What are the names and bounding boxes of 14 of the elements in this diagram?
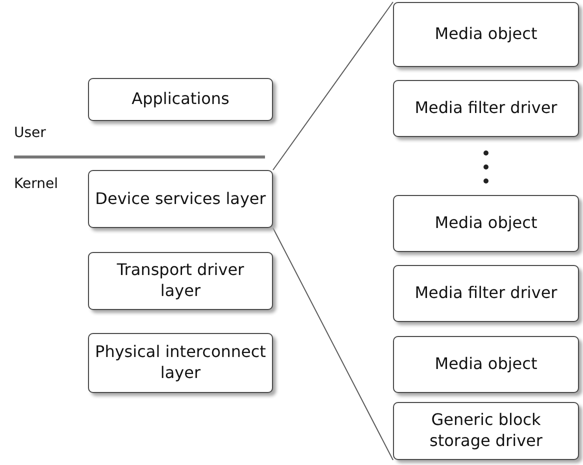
zoom-line [272, 2, 394, 170]
layer-box: Media filter driver [393, 80, 579, 137]
layer-box: Transport driver layer [88, 252, 273, 310]
layer-box: Applications [88, 78, 273, 121]
layer-box: Media object [393, 2, 579, 67]
domain-label: Kernel [14, 176, 58, 192]
domain-label: User [14, 125, 46, 141]
layer-box: Device services layer [88, 170, 273, 228]
layer-box: Media object [393, 336, 579, 393]
layer-box: Physical interconnect layer [88, 333, 273, 393]
layer-box: Media filter driver [393, 265, 579, 322]
zoom-line [272, 228, 394, 460]
layer-box: Media object [393, 195, 579, 252]
layer-box: Generic block storage driver [393, 402, 579, 460]
